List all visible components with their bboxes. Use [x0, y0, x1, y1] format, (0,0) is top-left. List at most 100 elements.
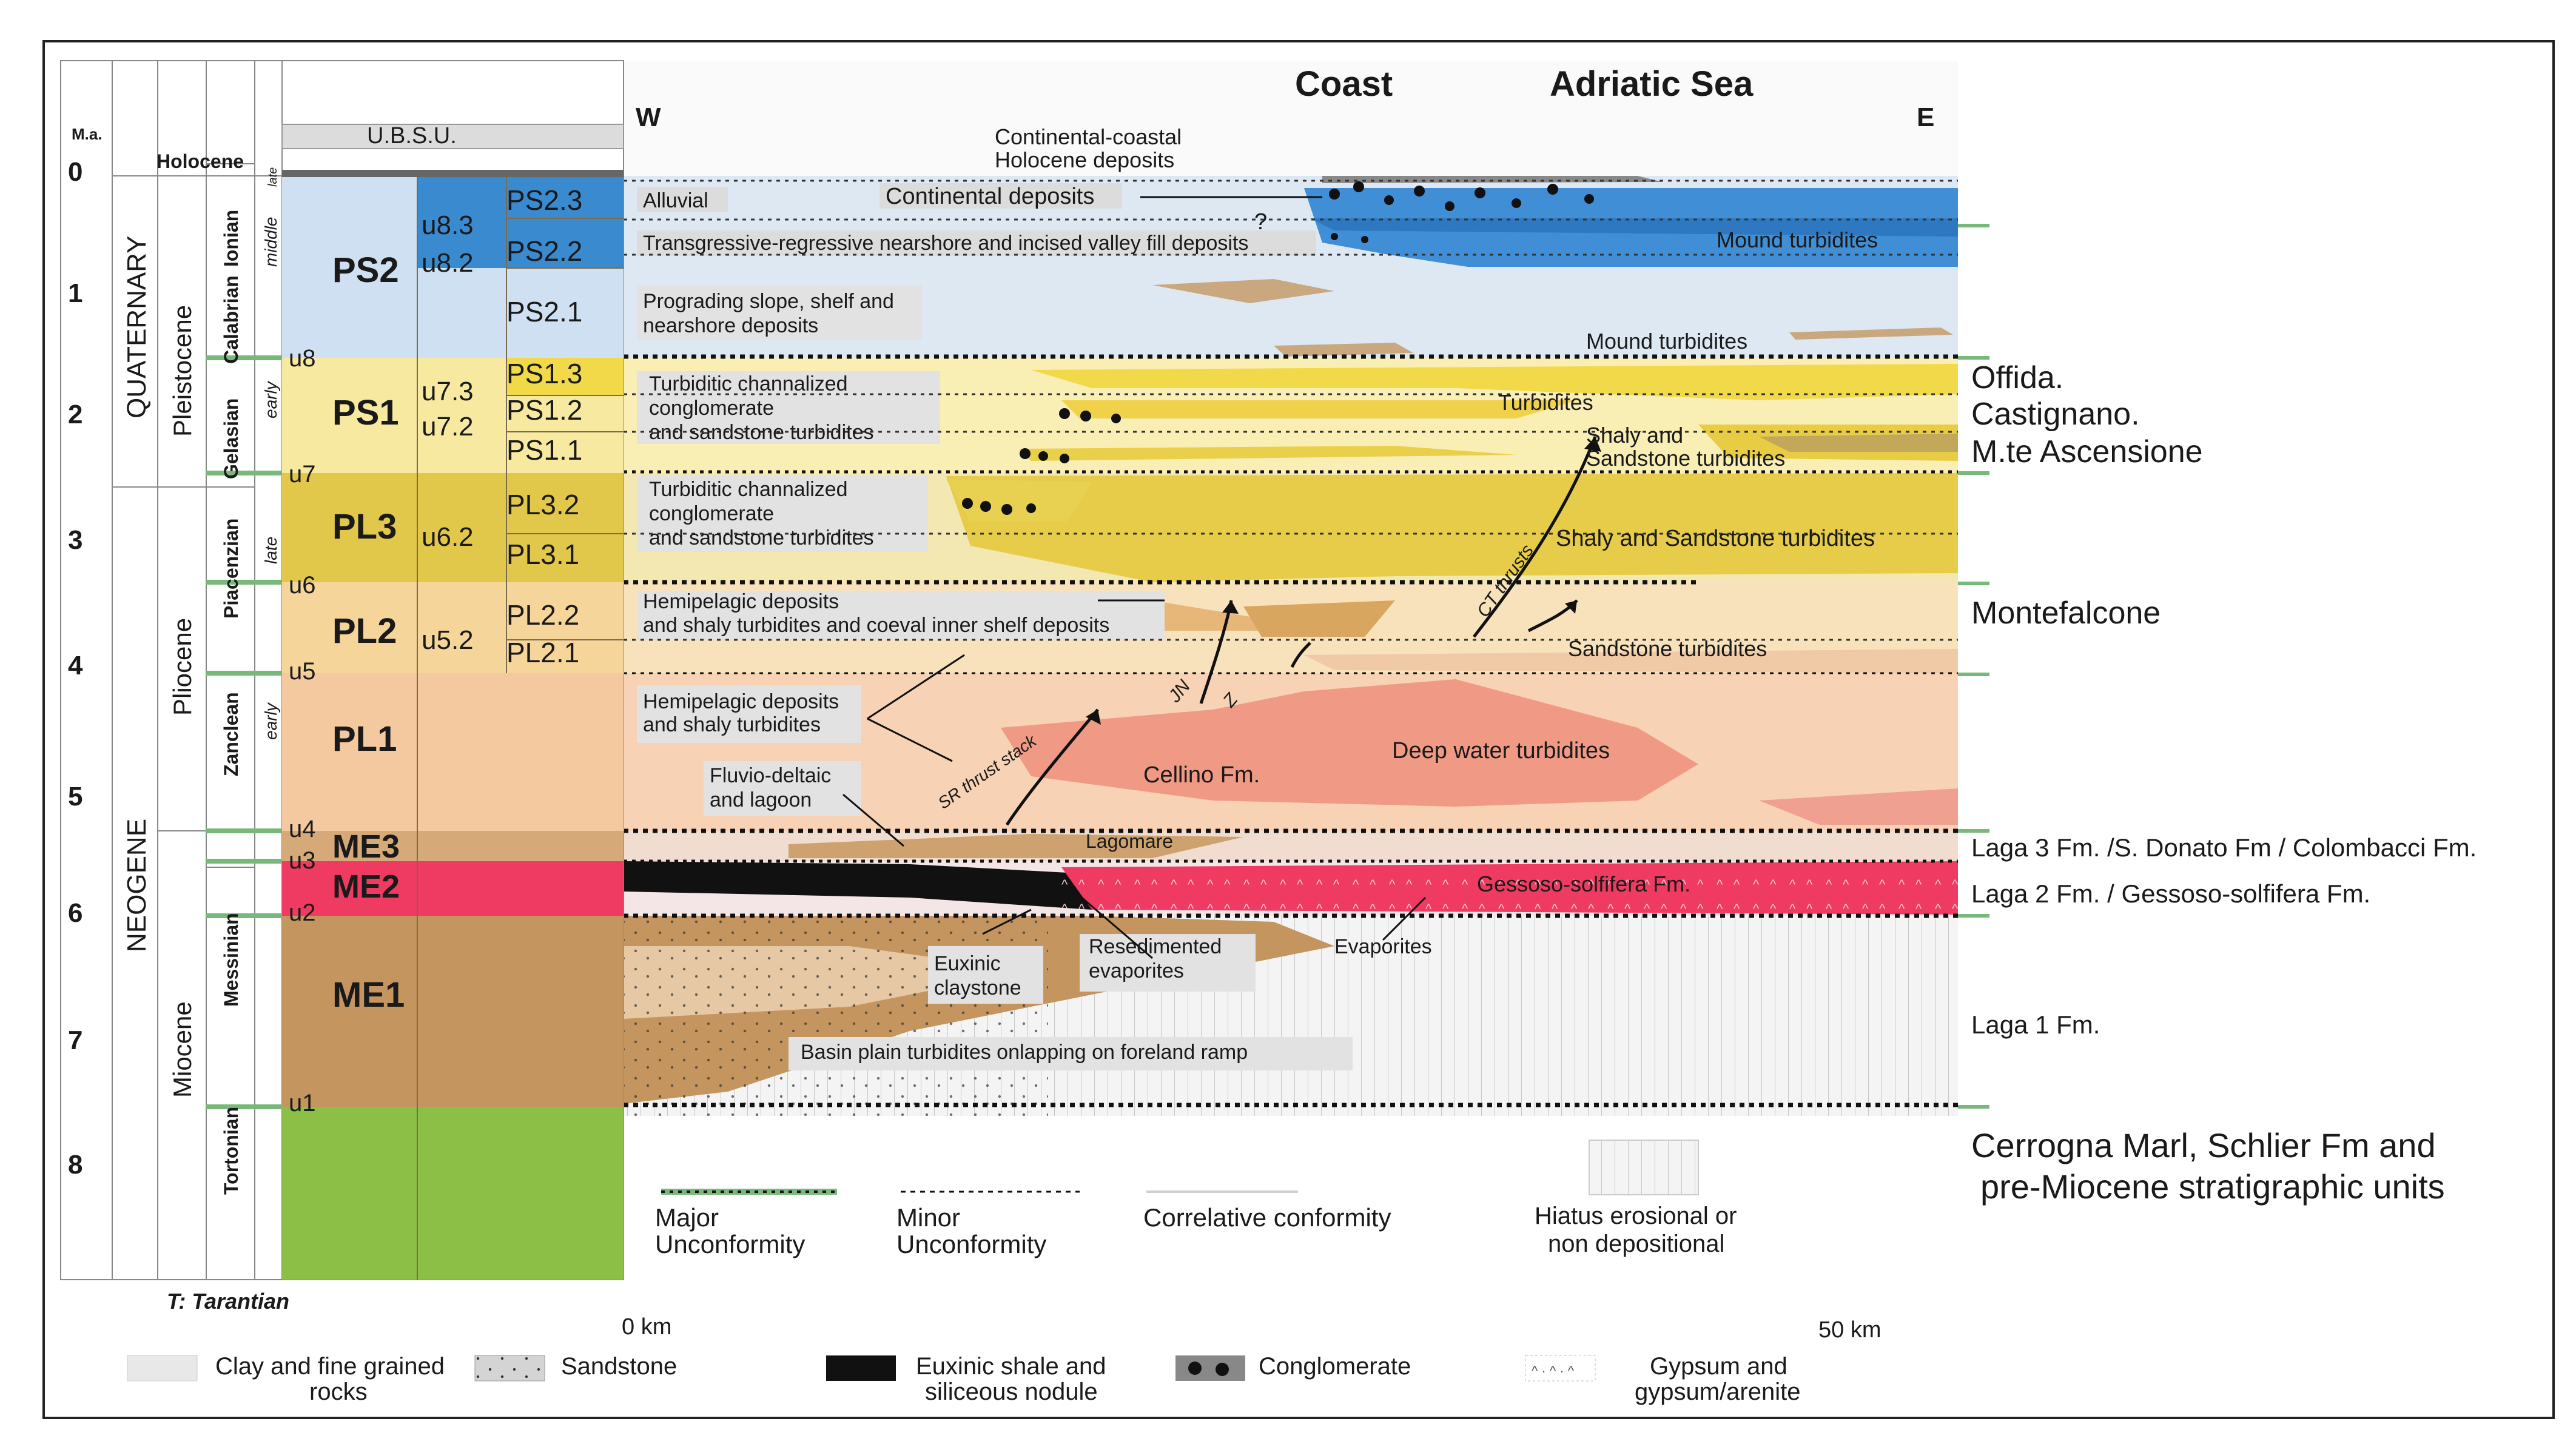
u52-label: u5.2: [422, 625, 474, 655]
ma-label: M.a.: [72, 125, 103, 143]
section-labels: Continental-coastal Holocene deposits Al…: [643, 124, 1878, 1064]
subunit-pl32: PL3.2: [506, 489, 579, 520]
sea-label: Adriatic Sea: [1550, 64, 1754, 104]
shaly-label-2: Sandstone turbidites: [1586, 446, 1785, 471]
subunit-ps23: PS2.3: [506, 184, 582, 216]
mound-turbidites-2: Mound turbidites: [1586, 329, 1747, 354]
coast-label: Coast: [1295, 64, 1393, 104]
transgressive-label: Transgressive-regressive nearshore and i…: [643, 232, 1248, 255]
cellino-label: Cellino Fm.: [1143, 762, 1260, 788]
age-tick: 1: [68, 278, 82, 308]
mound-turbidites-1: Mound turbidites: [1717, 227, 1878, 252]
substage-late: late: [266, 167, 280, 187]
holocene-wedge: [1322, 176, 1662, 183]
stage-calabrian: Calabrian: [220, 275, 242, 364]
hemi1-label-2: and shaly turbidites and coeval inner sh…: [643, 614, 1109, 637]
castignano-label: Castignano.: [1971, 397, 2140, 432]
epoch-miocene: Miocene: [168, 1001, 197, 1098]
unit-pl1: PL1: [332, 719, 397, 759]
cerrogna-label: Cerrogna Marl, Schlier Fm and: [1971, 1126, 2436, 1164]
fluvio-label-2: and lagoon: [710, 788, 812, 811]
pl3-turb-label: Turbiditic channalized: [649, 478, 848, 501]
stage-messinian: Messinian: [220, 913, 242, 1007]
turbidites-label: Turbidites: [1498, 390, 1593, 415]
age-tick: 8: [68, 1150, 82, 1180]
stage-gelasian: Gelasian: [220, 398, 242, 479]
sandstone-label: Sandstone: [561, 1353, 677, 1380]
age-tick: 7: [68, 1026, 82, 1055]
pl3-turb-box: [637, 476, 928, 552]
scale-end: 50 km: [1818, 1317, 1881, 1343]
column-boundaries: [206, 355, 282, 1109]
ps1-turb-label-3: and sandstone turbidites: [649, 421, 873, 444]
clay-label-2: rocks: [309, 1379, 368, 1405]
fluvio-box: [704, 761, 861, 816]
scale-start: 0 km: [622, 1314, 671, 1340]
substage-late-plio: late: [261, 537, 280, 564]
holocene-deposits-label: Continental-coastal: [995, 124, 1182, 149]
u82-label: u8.2: [422, 248, 474, 278]
offida-label: Offida.: [1971, 360, 2063, 395]
period-quaternary: QUATERNARY: [122, 235, 152, 418]
prograding-label-2: nearshore deposits: [643, 314, 818, 337]
alluvial-box: [637, 187, 728, 212]
unit-me1: ME1: [332, 975, 405, 1015]
substage-middle: middle: [261, 217, 280, 267]
fluvio-label: Fluvio-deltaic: [710, 764, 831, 787]
unit-labels: PS2 PS1 PL3 PL2 PL1 ME3 ME2 ME1 PS2.3 PS…: [332, 184, 582, 1015]
clay-swatch: [127, 1355, 198, 1382]
west-label: W: [636, 102, 661, 132]
hemi2-box: [637, 685, 861, 743]
subunit-ps22: PS2.2: [506, 235, 582, 267]
conglomerate-swatch: [1175, 1355, 1245, 1381]
prograding-label: Prograding slope, shelf and: [643, 290, 894, 313]
u62-label: u6.2: [422, 522, 474, 552]
stage-piacenzian: Piacenzian: [220, 519, 242, 619]
age-tick: 0: [68, 157, 82, 187]
u83-label: u8.3: [422, 210, 474, 240]
shaly-sand-label: Shaly and Sandstone turbidites: [1556, 526, 1875, 551]
cerrogna-label-2: pre-Miocene stratigraphic units: [1980, 1167, 2445, 1206]
evaporites-label: Evaporites: [1334, 935, 1432, 958]
laga2-label: Laga 2 Fm. / Gessoso-solfifera Fm.: [1971, 879, 2370, 908]
formation-labels: Offida. Castignano. M.te Ascensione Mont…: [1971, 360, 2477, 1206]
laga1-label: Laga 1 Fm.: [1971, 1010, 2100, 1039]
svg-text:^ · ^ · ^: ^ · ^ · ^: [1532, 1363, 1575, 1379]
period-neogene: NEOGENE: [122, 819, 152, 952]
u73-label: u7.3: [422, 377, 474, 406]
basin-plain-label: Basin plain turbidites onlapping on fore…: [801, 1041, 1248, 1064]
stage-ionian: Ionian: [220, 210, 242, 267]
subunit-pl31: PL3.1: [506, 539, 579, 570]
substage-early: early: [261, 380, 280, 418]
unit-ps2: PS2: [332, 250, 399, 290]
lagomare-label: Lagomare: [1086, 830, 1173, 852]
gypsum-label-2: gypsum/arenite: [1635, 1379, 1800, 1405]
unit-ps1: PS1: [332, 393, 399, 432]
age-axis: 0 1 2 3 4 5 6 7 8: [68, 157, 83, 1180]
figure-frame: [42, 40, 2555, 1419]
hemi2-label-2: and shaly turbidites: [643, 713, 821, 736]
continental-label: Continental deposits: [886, 184, 1094, 209]
unit-me3: ME3: [332, 828, 400, 865]
subunit-pl21: PL2.1: [506, 637, 579, 668]
euxinic-legend-label-2: siliceous nodule: [925, 1379, 1098, 1405]
u72-label: u7.2: [422, 412, 474, 442]
ps1-turb-label-2: conglomerate: [649, 397, 774, 420]
hiatus-key-label-2: non depositional: [1548, 1231, 1724, 1257]
me2-euxinic: [624, 861, 1092, 910]
gypsum-swatch: [1525, 1355, 1596, 1382]
line-key: Major Unconformity Minor Unconformity Co…: [655, 1140, 1737, 1258]
transgressive-box: [637, 230, 1316, 256]
shaly-label: Shaly and: [1586, 423, 1683, 448]
ascensione-label: M.te Ascensione: [1971, 434, 2203, 469]
gessoso-label: Gessoso-solfifera Fm.: [1477, 871, 1690, 896]
subunit-pl22: PL2.2: [506, 599, 579, 631]
conglomerate-label: Conglomerate: [1259, 1353, 1411, 1380]
hemi2-label: Hemipelagic deposits: [643, 690, 839, 713]
stage-tortonian: Tortonian: [220, 1107, 242, 1195]
euxinic-swatch: [826, 1355, 896, 1381]
age-tick: 3: [68, 525, 82, 555]
hiatus-sample: [1589, 1140, 1699, 1195]
continental-box: [879, 183, 1122, 209]
